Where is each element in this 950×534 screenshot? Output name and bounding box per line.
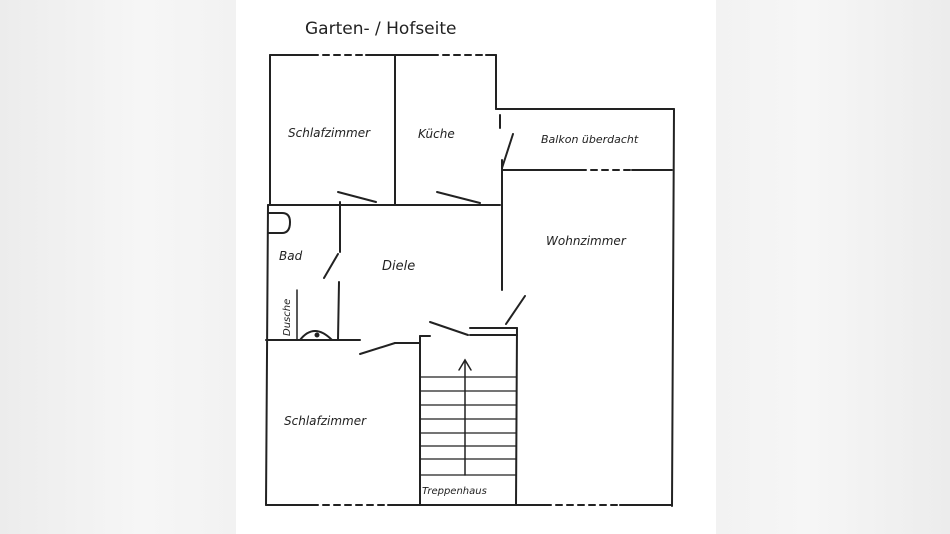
room-label-schlafzimmer-top: Schlafzimmer	[288, 126, 371, 140]
room-label-kueche: Küche	[418, 127, 455, 141]
room-label-treppenhaus: Treppenhaus	[422, 486, 487, 497]
plan-title: Garten- / Hofseite	[305, 19, 456, 39]
outer-walls	[265, 54, 675, 507]
room-label-dusche: Dusche	[282, 299, 293, 336]
room-label-diele: Diele	[382, 259, 415, 274]
interior-walls	[265, 54, 673, 506]
room-label-bad: Bad	[279, 249, 303, 263]
room-label-schlafzimmer-bottom: Schlafzimmer	[284, 414, 367, 428]
bath-fixtures	[267, 212, 333, 341]
room-label-balkon: Balkon überdacht	[541, 133, 639, 146]
blurred-background-right	[716, 0, 950, 534]
blurred-background-left	[0, 0, 236, 534]
room-label-wohnzimmer: Wohnzimmer	[546, 234, 627, 248]
door-swings	[323, 133, 526, 355]
staircase	[419, 358, 517, 476]
floor-plan-paper	[236, 0, 716, 534]
